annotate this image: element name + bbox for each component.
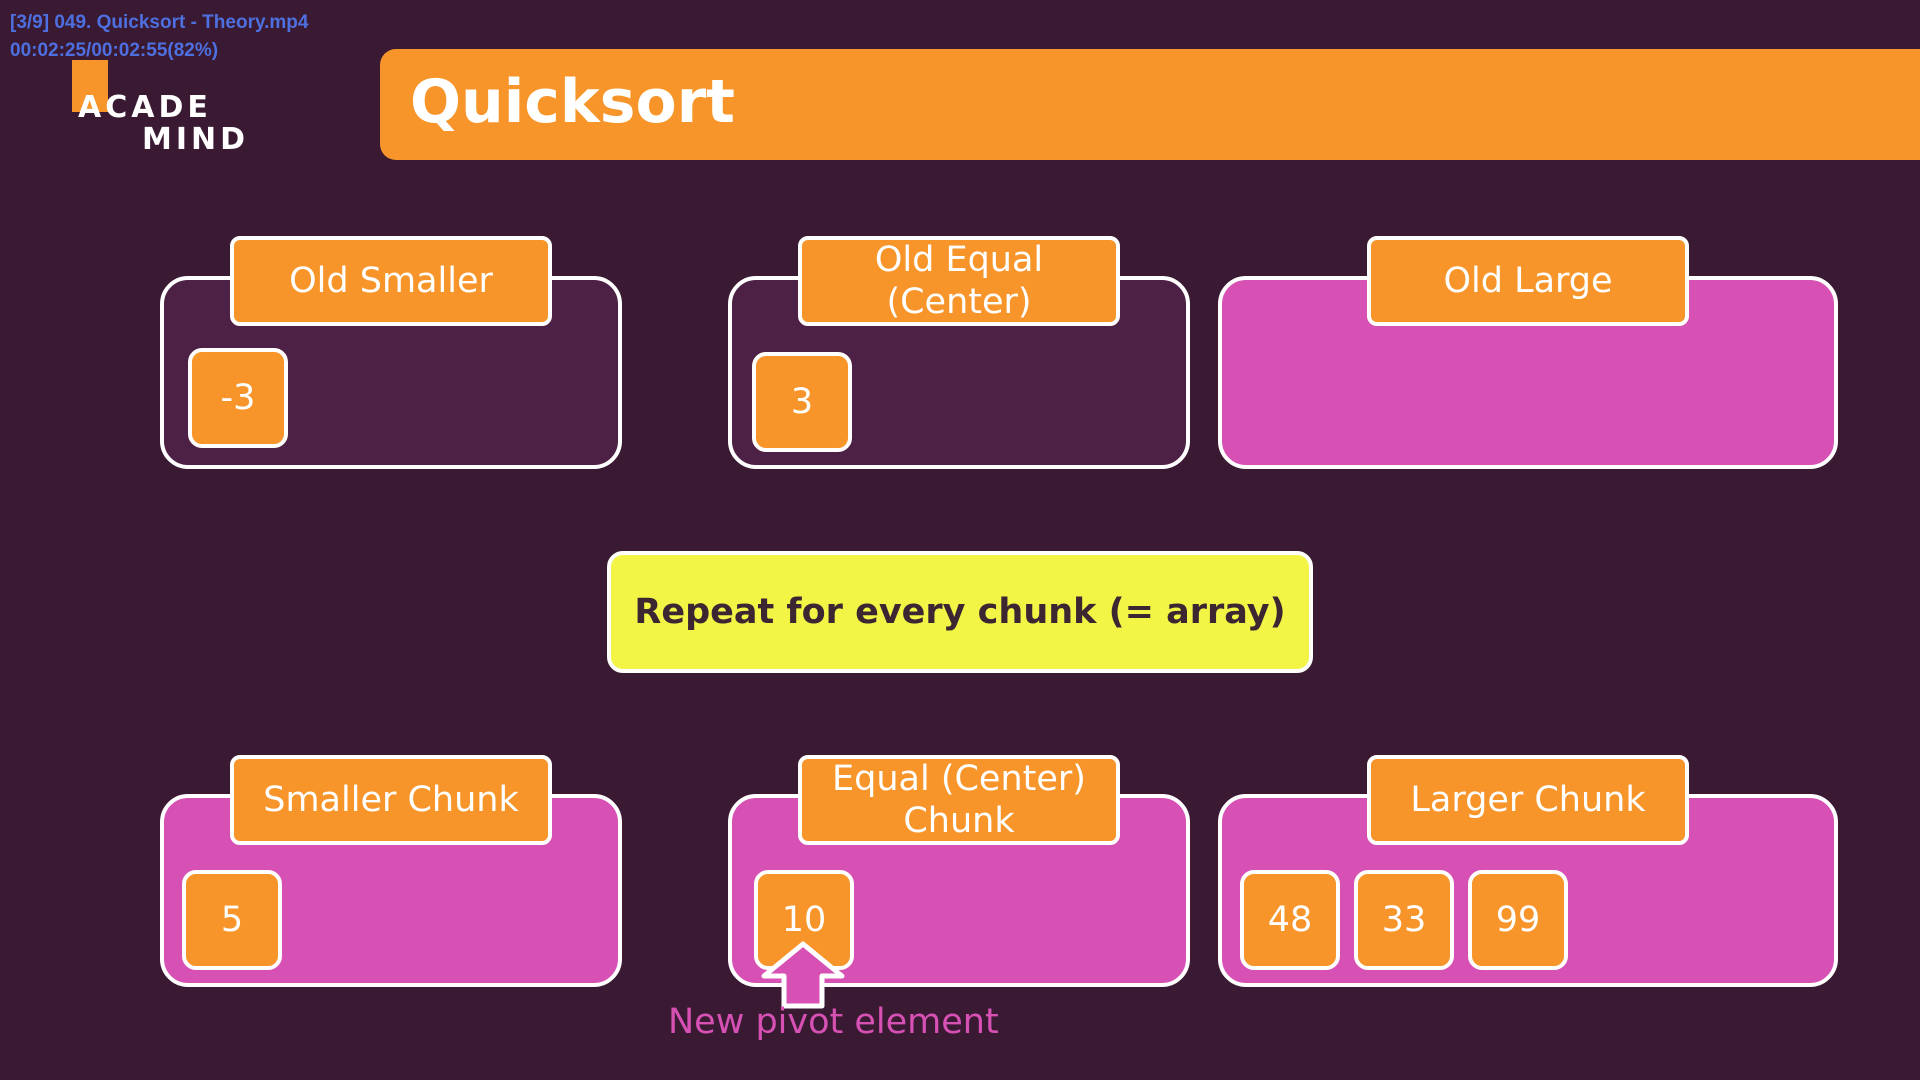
array-item: 5 — [182, 870, 282, 970]
array-item: -3 — [188, 348, 288, 448]
up-arrow-icon — [761, 941, 845, 1009]
array-item: 99 — [1468, 870, 1568, 970]
title-bar: Quicksort — [380, 49, 1920, 160]
repeat-note: Repeat for every chunk (= array) — [607, 551, 1313, 673]
video-filename: [3/9] 049. Quicksort - Theory.mp4 — [10, 12, 309, 33]
larger-chunk-label: Larger Chunk — [1367, 755, 1689, 845]
logo-mark-icon — [72, 60, 108, 112]
video-timestamp: 00:02:25/00:02:55(82%) — [10, 40, 219, 61]
old-equal-label: Old Equal (Center) — [798, 236, 1120, 326]
equal-chunk-label-text: Equal (Center) Chunk — [832, 759, 1086, 841]
equal-chunk-label: Equal (Center) Chunk — [798, 755, 1120, 845]
logo-line-2: MIND — [142, 122, 250, 157]
pivot-caption: New pivot element — [668, 1002, 999, 1042]
logo-line-1: ACADE — [78, 90, 212, 125]
smaller-chunk-label: Smaller Chunk — [230, 755, 552, 845]
old-equal-label-line1: Old Equal (Center) — [874, 240, 1044, 322]
array-item: 33 — [1354, 870, 1454, 970]
array-item: 3 — [752, 352, 852, 452]
old-smaller-label: Old Smaller — [230, 236, 552, 326]
larger-chunk-box: 48 33 99 — [1218, 794, 1838, 987]
array-item: 48 — [1240, 870, 1340, 970]
old-large-label: Old Large — [1367, 236, 1689, 326]
slide-title: Quicksort — [410, 67, 735, 137]
